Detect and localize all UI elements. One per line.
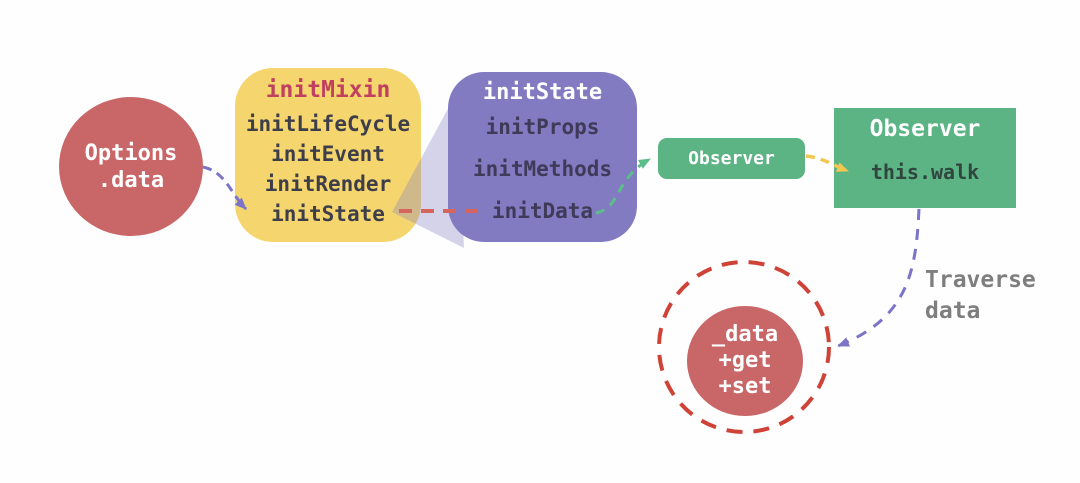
item-init-methods: initMethods <box>472 157 613 181</box>
item-init-props: initProps <box>485 115 600 139</box>
init-state-title: initState <box>482 80 603 105</box>
set-line: +set <box>718 374 772 399</box>
observer-pill-label: Observer <box>688 148 775 169</box>
observer-this-walk: this.walk <box>870 160 980 184</box>
options-data-node: Options .data <box>59 97 203 236</box>
item-init-data: initData <box>491 199 594 223</box>
traverse-line2: data <box>925 298 981 324</box>
get-line: +get <box>718 348 772 373</box>
options-data-line2: .data <box>97 167 165 193</box>
observer-class-box: Observer this.walk <box>834 108 1016 208</box>
options-data-line1: Options <box>84 140 178 166</box>
traverse-data-label: Traverse data <box>925 265 1036 327</box>
item-init-lifecycle: initLifeCycle <box>245 112 411 136</box>
init-mixin-items: initLifeCycle initEvent initRender initS… <box>235 109 421 229</box>
item-init-render: initRender <box>264 172 392 196</box>
item-init-state: initState <box>271 202 385 226</box>
observer-class-title: Observer <box>869 116 981 142</box>
item-init-event: initEvent <box>271 142 385 166</box>
traverse-line1: Traverse <box>925 267 1036 293</box>
observer-pill-node: Observer <box>658 138 805 179</box>
init-state-box: initState initProps initMethods initData <box>448 72 637 242</box>
init-state-items: initProps initMethods initData <box>448 106 637 232</box>
data-getset-node: _data +get +set <box>687 306 803 416</box>
data-line: _data <box>711 322 779 347</box>
init-mixin-box: initMixin initLifeCycle initEvent initRe… <box>235 68 421 242</box>
arrow-thiswalk-to-data <box>837 208 921 348</box>
init-mixin-title: initMixin <box>265 77 391 103</box>
